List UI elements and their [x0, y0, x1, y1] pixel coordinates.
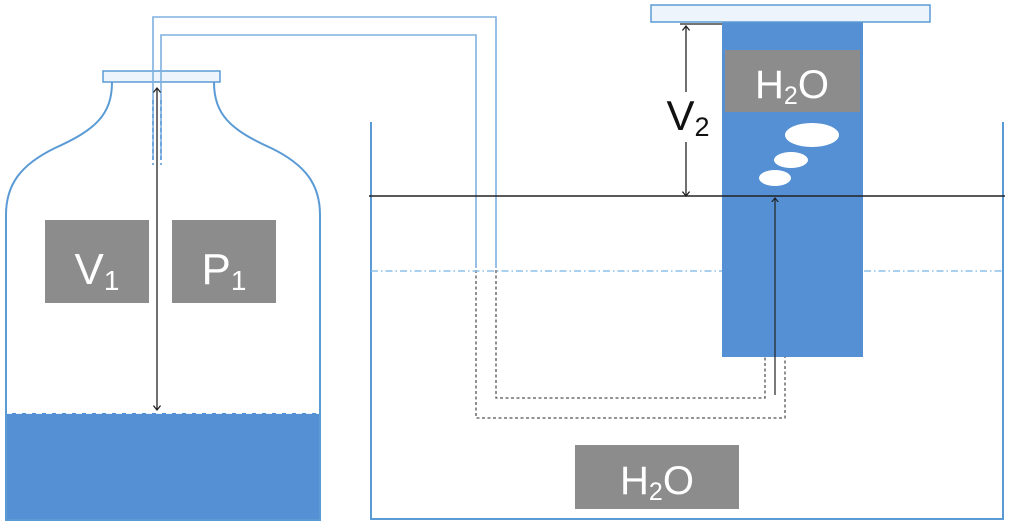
p1-label-box	[172, 220, 276, 303]
v1-label: V1	[45, 220, 149, 303]
svg-text:H2O: H2O	[755, 63, 829, 110]
v1-label-sub: 1	[104, 265, 120, 296]
trough-h2o-box	[575, 445, 739, 509]
cylinder-h2o-base: H	[755, 63, 784, 107]
trough-h2o-base: H	[620, 459, 649, 503]
v2-label: V2	[666, 92, 709, 142]
svg-text:H2O: H2O	[620, 459, 694, 506]
gas-bubble-large	[785, 123, 839, 147]
cylinder-h2o-box	[725, 50, 860, 112]
trough-h2o-label: H2O	[575, 445, 739, 509]
trough-outline	[370, 122, 1004, 520]
connecting-tube	[152, 16, 786, 419]
v2-label-sub: 2	[694, 112, 709, 142]
water-trough	[370, 122, 1004, 520]
cylinder-h2o-sub: 2	[784, 82, 798, 110]
cylinder-top-plate	[650, 4, 931, 23]
trough-h2o-rest: O	[663, 459, 694, 503]
p1-label-sub: 1	[231, 265, 247, 296]
cylinder-h2o-rest: O	[798, 63, 829, 107]
trough-h2o-sub: 2	[649, 478, 663, 506]
v1-label-box	[45, 220, 149, 303]
svg-text:V1: V1	[75, 245, 120, 296]
p1-label-base: P	[202, 245, 231, 294]
gas-bubble-small	[759, 170, 791, 186]
svg-text:P1: P1	[202, 245, 247, 296]
cylinder-h2o-label: H2O	[725, 50, 860, 112]
bottle-outline	[5, 81, 321, 521]
v2-label-base: V	[666, 92, 694, 139]
v1-label-base: V	[75, 245, 105, 294]
bottle-water	[6, 413, 319, 520]
bottle	[5, 70, 321, 521]
p1-label: P1	[172, 220, 276, 303]
gas-bubble-medium	[774, 152, 808, 168]
v2-label-bg	[662, 92, 716, 142]
